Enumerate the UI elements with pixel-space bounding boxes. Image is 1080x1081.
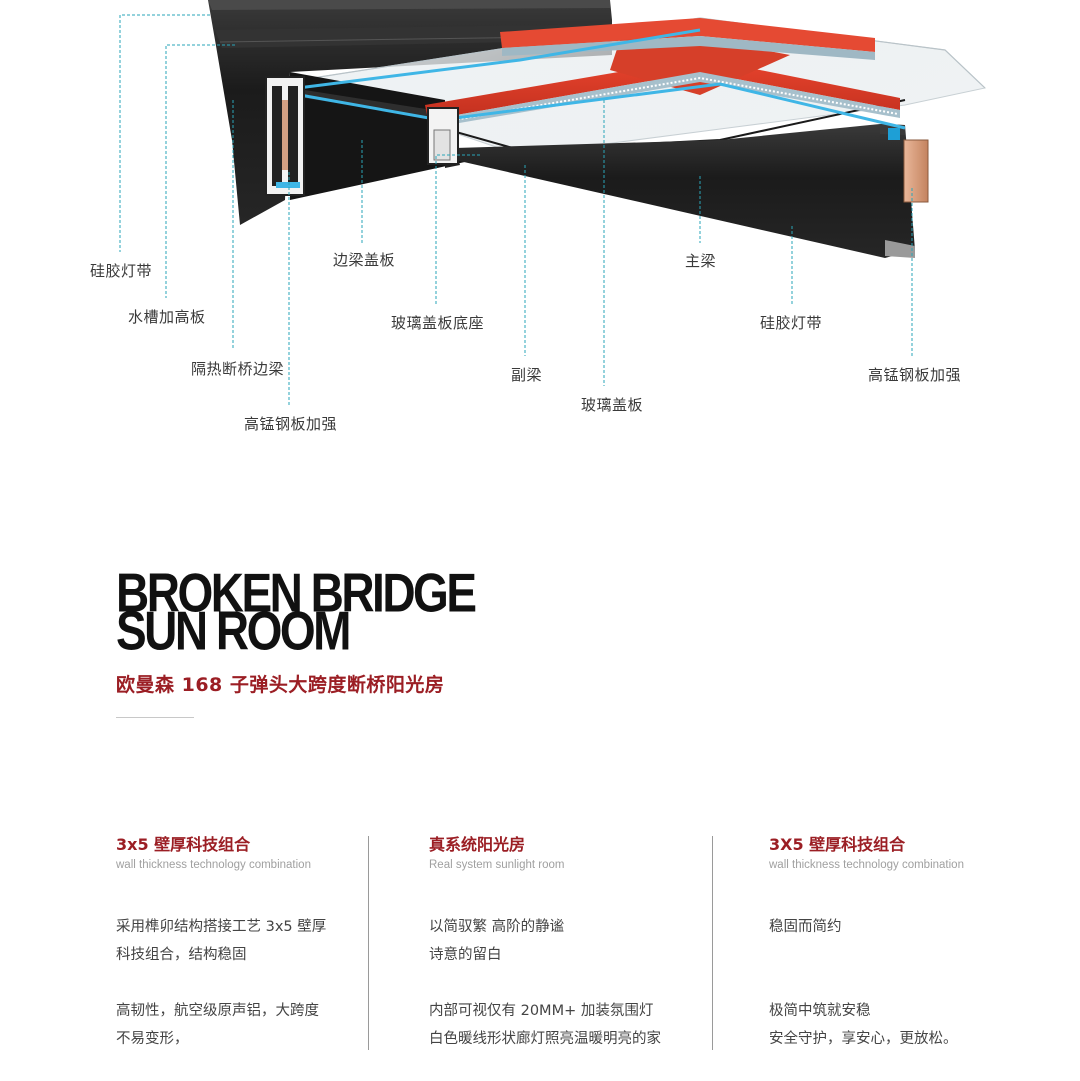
- feature-line: 稳固而简约: [769, 919, 842, 935]
- feature-line: 白色暖线形状廊灯照亮温暖明亮的家: [429, 1031, 661, 1047]
- feature-paragraph: 稳固而简约: [769, 913, 1009, 969]
- callout-main-beam: 主梁: [685, 252, 717, 270]
- callout-silicone-strip-right: 硅胶灯带: [760, 314, 823, 332]
- feature-paragraph: 以简驭繁 高阶的静谧 诗意的留白: [429, 913, 699, 969]
- feature-column-3: 3X5 壁厚科技组合 wall thickness technology com…: [769, 835, 1009, 1081]
- feature-line: 不易变形，: [116, 1031, 189, 1047]
- title-line-2: SUN ROOM: [116, 599, 351, 662]
- callout-high-mn-steel-right: 高锰钢板加强: [868, 366, 962, 384]
- column-divider: [368, 836, 369, 1050]
- feature-line: 极简中筑就安稳: [769, 1003, 871, 1019]
- feature-body: 稳固而简约 极简中筑就安稳 安全守护，享安心，更放松。: [769, 913, 1009, 1053]
- feature-body: 以简驭繁 高阶的静谧 诗意的留白 内部可视仅有 20MM+ 加装氛围灯 白色暖线…: [429, 913, 699, 1053]
- feature-line: 采用榫卯结构搭接工艺 3x5 壁厚: [116, 919, 327, 935]
- feature-paragraph: 极简中筑就安稳 安全守护，享安心，更放松。: [769, 997, 1009, 1053]
- side-beam-end-profile: [265, 76, 305, 196]
- title-line-1: BROKEN BRIDGE: [116, 561, 477, 624]
- feature-line: 以简驭繁 高阶的静谧: [429, 919, 565, 935]
- feature-line: 高韧性，航空级原声铝，大跨度: [116, 1003, 319, 1019]
- feature-line: [769, 941, 1009, 969]
- glass-cover-base-profile: [427, 107, 459, 165]
- feature-paragraph: 采用榫卯结构搭接工艺 3x5 壁厚 科技组合，结构稳固: [116, 913, 356, 969]
- feature-column-1: 3x5 壁厚科技组合 wall thickness technology com…: [116, 835, 356, 1081]
- callout-silicone-strip-left: 硅胶灯带: [90, 262, 153, 280]
- callout-high-mn-steel-left: 高锰钢板加强: [244, 415, 338, 433]
- callout-secondary-beam: 副梁: [511, 366, 543, 384]
- feature-subtitle: wall thickness technology combination: [116, 859, 311, 871]
- callout-thermal-break-side-beam: 隔热断桥边梁: [191, 360, 285, 378]
- callout-side-beam-cover: 边梁盖板: [333, 251, 396, 269]
- feature-title: 3x5 壁厚科技组合: [116, 835, 251, 854]
- feature-paragraph: 高韧性，航空级原声铝，大跨度 不易变形，: [116, 997, 356, 1053]
- product-subtitle: 欧曼森 168 子弹头大跨度断桥阳光房: [116, 674, 445, 696]
- title-divider: [116, 717, 194, 718]
- page-title: BROKEN BRIDGE SUN ROOM: [116, 561, 477, 657]
- feature-subtitle: wall thickness technology combination: [769, 859, 964, 871]
- feature-paragraph: 内部可视仅有 20MM+ 加装氛围灯 白色暖线形状廊灯照亮温暖明亮的家: [429, 997, 699, 1053]
- callout-glass-cover: 玻璃盖板: [581, 396, 644, 414]
- feature-line: 诗意的留白: [429, 947, 502, 963]
- feature-line: 安全守护，享安心，更放松。: [769, 1031, 958, 1047]
- red-cross-cover: [425, 18, 900, 128]
- feature-title: 真系统阳光房: [429, 835, 526, 854]
- callout-gutter-raise-plate: 水槽加高板: [128, 308, 206, 326]
- feature-subtitle: Real system sunlight room: [429, 859, 565, 871]
- callout-glass-cover-base: 玻璃盖板底座: [391, 314, 485, 332]
- feature-body: 采用榫卯结构搭接工艺 3x5 壁厚 科技组合，结构稳固 高韧性，航空级原声铝，大…: [116, 913, 356, 1053]
- feature-line: 科技组合，结构稳固: [116, 947, 247, 963]
- feature-column-2: 真系统阳光房 Real system sunlight room 以简驭繁 高阶…: [429, 835, 699, 1081]
- column-divider: [712, 836, 713, 1050]
- feature-line: 内部可视仅有 20MM+ 加装氛围灯: [429, 1003, 654, 1019]
- leader-lines: [119, 14, 913, 405]
- feature-title: 3X5 壁厚科技组合: [769, 835, 906, 854]
- profile-cross-section-diagram: [119, 0, 987, 405]
